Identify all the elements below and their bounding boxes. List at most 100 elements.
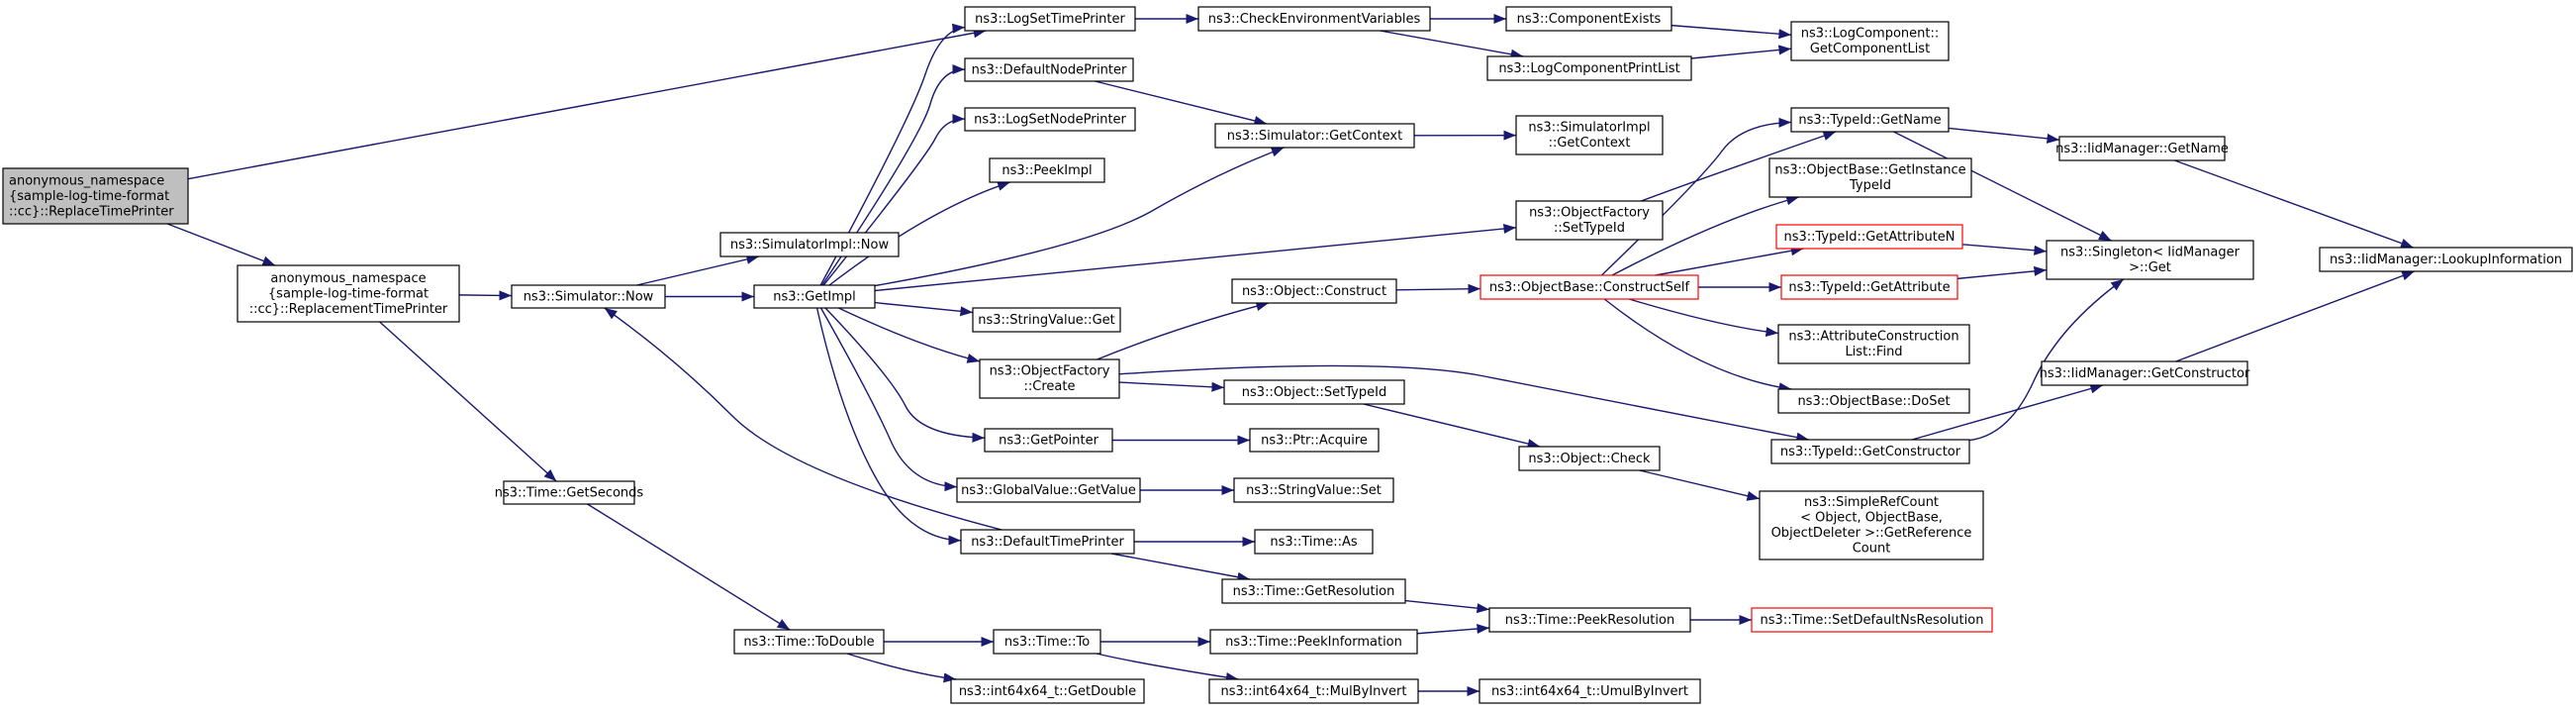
function-node-repl[interactable]: anonymous_namespace{sample-log-time-form… (237, 264, 460, 323)
function-node-getimpl[interactable]: ns3::GetImpl (753, 284, 876, 309)
function-node-simimplctx[interactable]: ns3::SimulatorImpl::GetContext (1515, 115, 1664, 155)
function-node-box (1775, 224, 1963, 250)
function-node-label: {sample-log-time-format (268, 286, 429, 301)
function-node-objfaccreate[interactable]: ns3::ObjectFactory::Create (979, 358, 1120, 399)
function-node-box (1770, 439, 1970, 464)
function-node-label: ns3::GlobalValue::GetValue (961, 483, 1136, 498)
function-node-strget[interactable]: ns3::StringValue::Get (972, 307, 1121, 333)
function-node-simgetctx[interactable]: ns3::Simulator::GetContext (1214, 123, 1415, 149)
function-node-objcheck[interactable]: ns3::Object::Check (1518, 446, 1661, 471)
function-node-label: ::SetTypeId (1554, 221, 1625, 236)
call-edge-objsettype-to-objcheck (1363, 403, 1541, 449)
function-node-label: ObjectDeleter >::GetReference (1771, 526, 1972, 541)
function-node-logcompgetlist[interactable]: ns3::LogComponent::GetComponentList (1790, 21, 1950, 61)
function-node-typegetname[interactable]: ns3::TypeId::GetName (1790, 107, 1950, 133)
function-node-getpointer[interactable]: ns3::GetPointer (984, 428, 1113, 453)
function-node-globalget[interactable]: ns3::GlobalValue::GetValue (956, 477, 1141, 503)
function-node-label: ns3::CheckEnvironmentVariables (1208, 12, 1421, 27)
call-edge-getimpl-to-getpointer (824, 307, 986, 443)
function-node-defnode[interactable]: ns3::DefaultNodePrinter (964, 57, 1134, 82)
call-edge-peekinfo-to-peekres (1416, 623, 1490, 635)
function-node-iidgetname[interactable]: ns3::IidManager::GetName (2055, 136, 2229, 161)
call-edge-getimpl-to-logsetnode (822, 114, 966, 286)
function-node-typegetctor[interactable]: ns3::TypeId::GetConstructor (1770, 439, 1970, 464)
function-node-todouble[interactable]: ns3::Time::ToDouble (733, 629, 885, 655)
call-edge-getimpl-to-globalget (819, 307, 958, 492)
function-node-label: ::Create (1024, 379, 1076, 394)
call-edge-checkenv-to-logcompprint (1380, 30, 1524, 59)
function-node-box (956, 477, 1141, 503)
function-node-iidgetctor[interactable]: ns3::IidManager::GetConstructor (2040, 360, 2250, 386)
function-node-box (1233, 477, 1394, 503)
function-node-logsettime[interactable]: ns3::LogSetTimePrinter (964, 6, 1136, 32)
function-node-typegetattr[interactable]: ns3::TypeId::GetAttribute (1780, 274, 1958, 300)
call-edge-typegetname-to-singleton (1893, 131, 2112, 242)
function-node-label: ns3::Time::To (1004, 635, 1090, 650)
function-node-logsetnode[interactable]: ns3::LogSetNodePrinter (964, 107, 1136, 132)
function-node-box (1486, 55, 1692, 81)
function-node-mulbyinv[interactable]: ns3::int64x64_t::MulByInvert (1208, 678, 1419, 704)
call-edge-getimpl-to-peekimpl (828, 181, 1010, 286)
call-edge-simnow-to-simimplnow (636, 254, 760, 286)
call-edge-repl-to-timegetsec (379, 321, 557, 482)
function-node-box (1209, 629, 1418, 655)
function-node-label: ns3::Time::PeekInformation (1225, 635, 1402, 650)
function-node-objbasedoset[interactable]: ns3::ObjectBase::DoSet (1777, 388, 1970, 414)
function-node-peekinfo[interactable]: ns3::Time::PeekInformation (1209, 629, 1418, 655)
function-node-simnow[interactable]: ns3::Simulator::Now (511, 284, 666, 309)
function-node-box (972, 307, 1121, 333)
function-node-label: ns3::Time::PeekResolution (1505, 613, 1674, 628)
function-node-box (964, 6, 1136, 32)
function-node-timeas[interactable]: ns3::Time::As (1254, 529, 1374, 555)
function-node-label: anonymous_namespace (270, 271, 426, 286)
function-node-box (1254, 529, 1374, 555)
function-node-getdouble[interactable]: ns3::int64x64_t::GetDouble (950, 678, 1145, 704)
function-node-timegetres[interactable]: ns3::Time::GetResolution (1221, 578, 1406, 604)
function-node-logcompprint[interactable]: ns3::LogComponentPrintList (1486, 55, 1692, 81)
function-node-label: ns3::PeekImpl (1002, 163, 1092, 178)
function-node-label: ns3::Time::GetResolution (1233, 584, 1395, 599)
function-node-label: ns3::ComponentExists (1517, 12, 1662, 27)
call-edge-objfaccreate-to-objconstruct (1097, 301, 1270, 360)
function-node-label: ns3::TypeId::GetName (1798, 113, 1941, 128)
call-edge-timegetsec-to-todouble (587, 503, 791, 631)
function-node-simpleref[interactable]: ns3::SimpleRefCount< Object, ObjectBase,… (1759, 490, 1984, 560)
function-node-label: ns3::SimulatorImpl (1528, 121, 1650, 136)
function-node-peekres[interactable]: ns3::Time::PeekResolution (1488, 607, 1691, 633)
function-node-ptracquire[interactable]: ns3::Ptr::Acquire (1249, 428, 1380, 453)
function-node-label: ns3::TypeId::GetAttributeN (1783, 230, 1955, 245)
function-node-objsettype[interactable]: ns3::Object::SetTypeId (1223, 379, 1405, 405)
call-edge-getimpl-to-strget (874, 301, 974, 317)
function-node-umulbyinv[interactable]: ns3::int64x64_t::UmulByInvert (1479, 678, 1701, 704)
function-node-label: ns3::IidManager::LookupInformation (2330, 253, 2562, 267)
function-node-iidlookup[interactable]: ns3::IidManager::LookupInformation (2319, 247, 2573, 272)
function-node-setdefns[interactable]: ns3::Time::SetDefaultNsResolution (1751, 607, 1993, 633)
function-node-box (1790, 107, 1950, 133)
call-edge-getimpl-to-logsettime (819, 23, 966, 286)
function-node-label: ns3::Simulator::GetContext (1227, 129, 1402, 144)
function-node-singleton[interactable]: ns3::Singleton< IidManager >::Get (2046, 240, 2254, 280)
function-node-label: List::Find (1845, 345, 1902, 359)
call-edge-todouble-to-getdouble (846, 653, 957, 683)
function-node-typegetattrn[interactable]: ns3::TypeId::GetAttributeN (1775, 224, 1963, 250)
call-edges (166, 13, 2415, 697)
function-node-objfacsettype[interactable]: ns3::ObjectFactory::SetTypeId (1515, 200, 1664, 241)
function-node-peekimpl[interactable]: ns3::PeekImpl (989, 157, 1105, 183)
function-node-objconstruct[interactable]: ns3::Object::Construct (1231, 278, 1397, 304)
call-edge-logcompprint-to-logcompgetlist (1690, 45, 1792, 59)
function-node-objbaseconstruct[interactable]: ns3::ObjectBase::ConstructSelf (1479, 274, 1699, 300)
function-node-timeto[interactable]: ns3::Time::To (993, 629, 1101, 655)
function-node-simimplnow[interactable]: ns3::SimulatorImpl::Now (719, 232, 900, 257)
function-node-deftime[interactable]: ns3::DefaultTimePrinter (960, 529, 1135, 555)
function-node-timegetsec[interactable]: ns3::Time::GetSeconds (495, 480, 644, 505)
function-node-label: anonymous_namespace (9, 173, 164, 188)
function-node-label: ::cc}::ReplacementTimePrinter (249, 302, 448, 317)
call-edge-getimpl-to-defnode (821, 64, 966, 286)
function-node-compexists[interactable]: ns3::ComponentExists (1505, 6, 1672, 32)
function-node-checkenv[interactable]: ns3::CheckEnvironmentVariables (1197, 6, 1431, 32)
function-node-label: GetComponentList (1810, 42, 1930, 56)
function-node-strset[interactable]: ns3::StringValue::Set (1233, 477, 1394, 503)
